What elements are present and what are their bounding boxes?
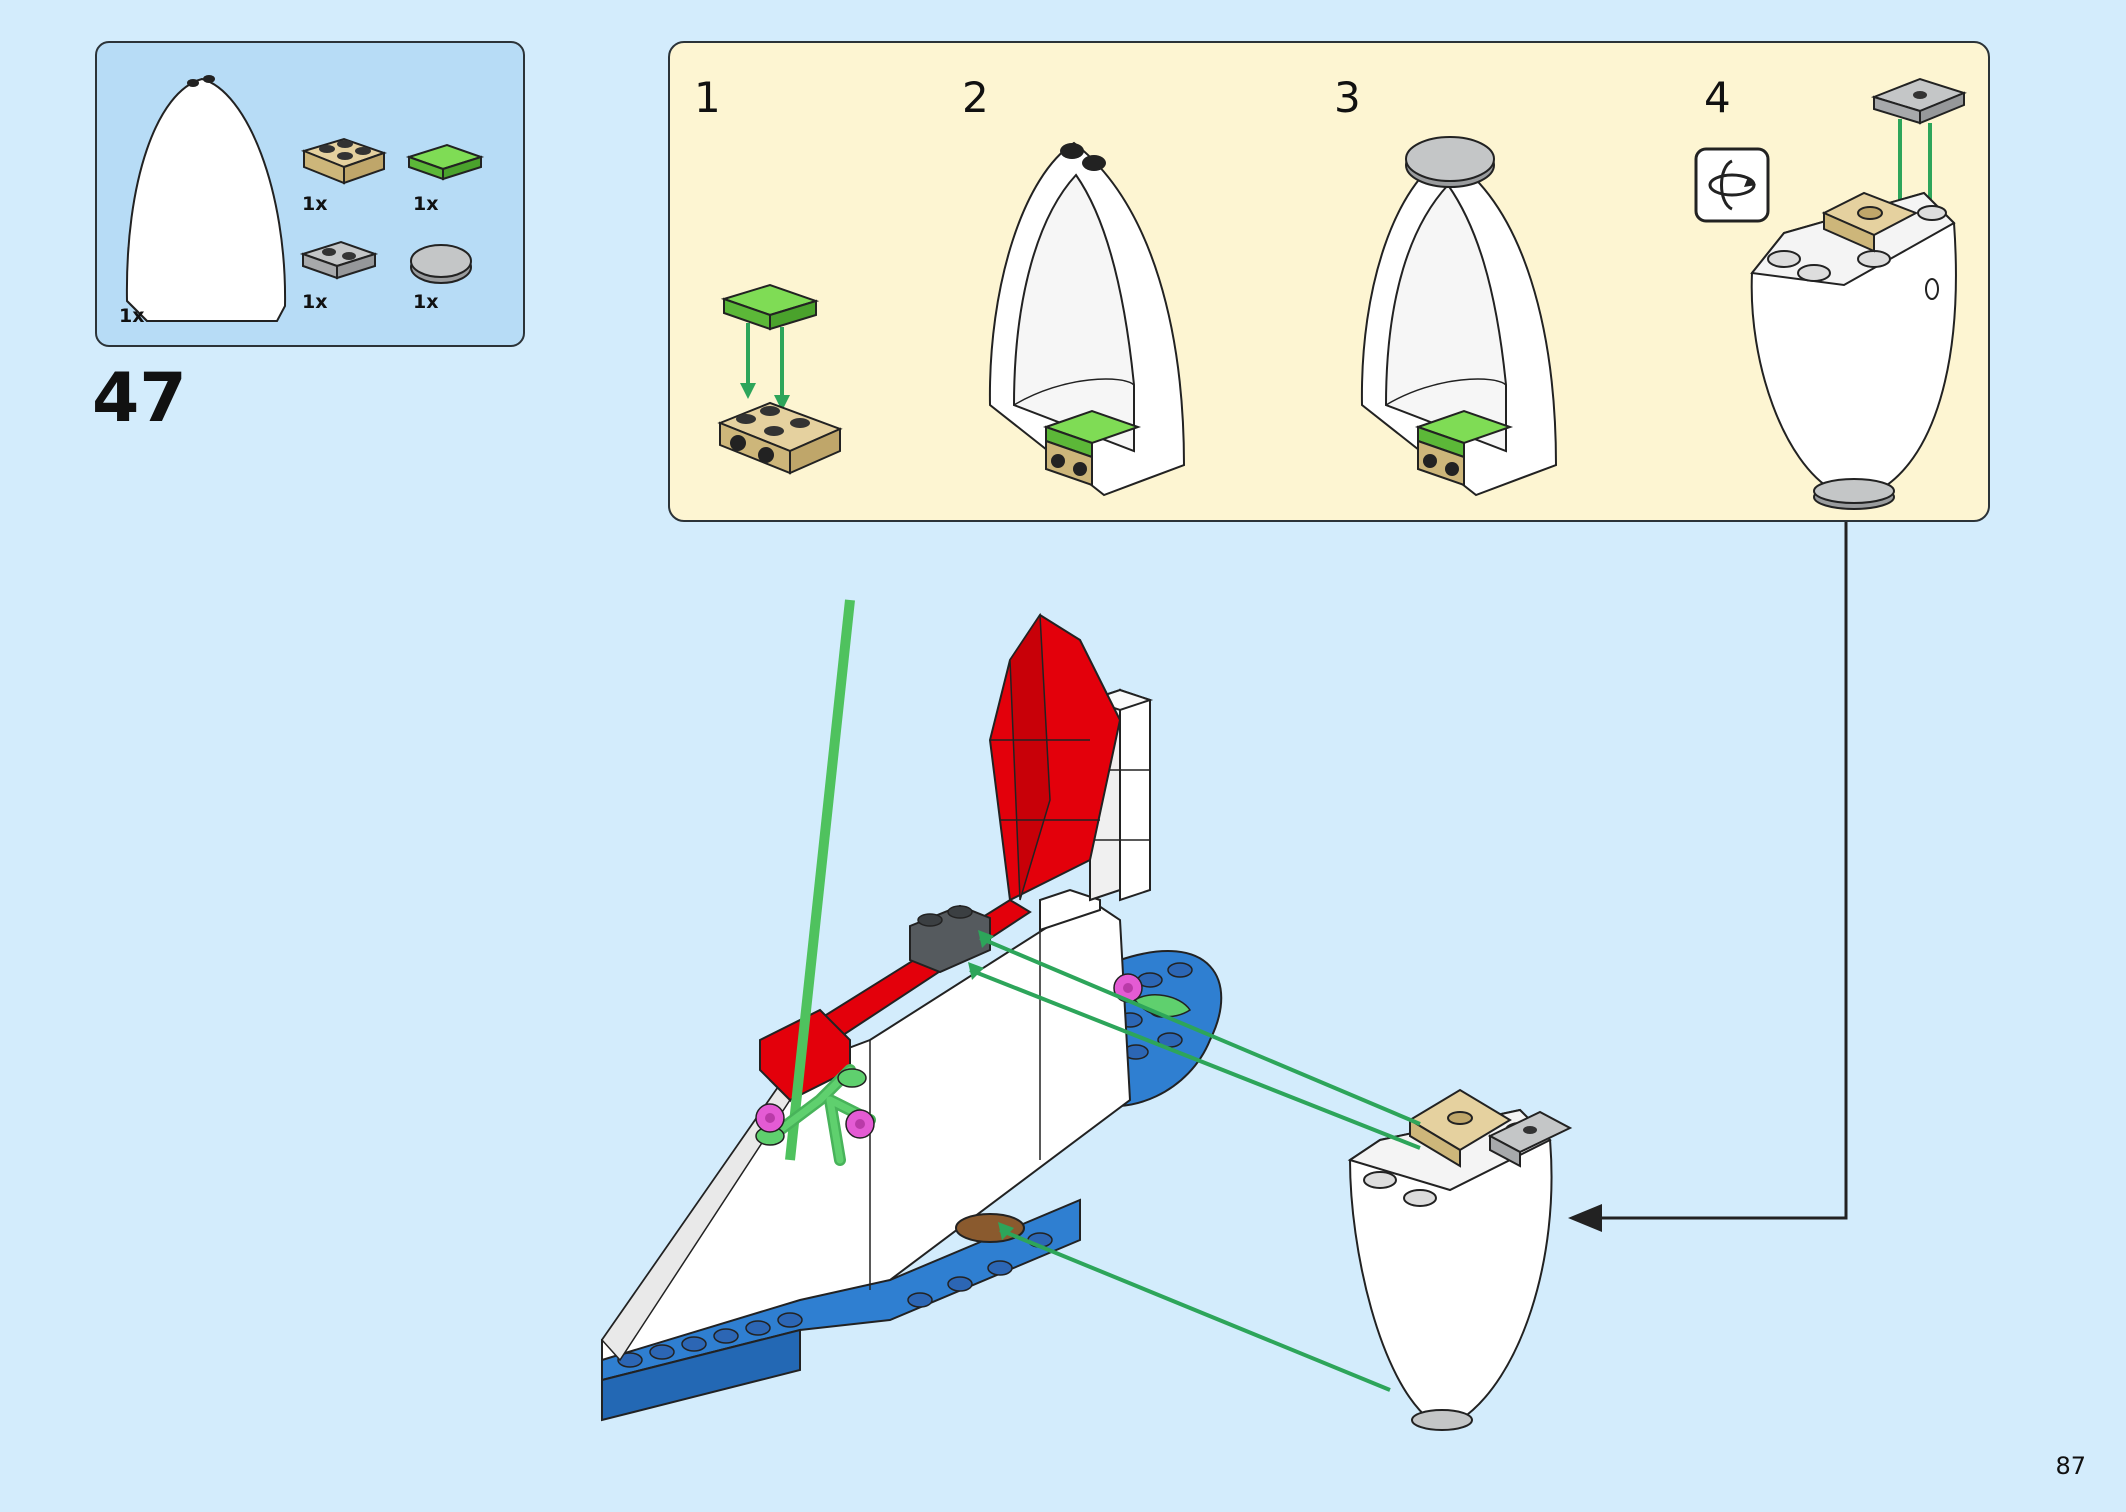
cone-qty: 1x: [119, 305, 145, 327]
green-tile-qty: 1x: [413, 193, 439, 215]
substeps-box: 1 2 3 4: [668, 41, 1990, 522]
substep-3-number: 3: [1334, 73, 1361, 122]
substep-4-illustration: [1750, 77, 1967, 510]
substep-2-illustration: [988, 141, 1186, 497]
page-number: 87: [2055, 1452, 2086, 1480]
tan-plate-qty: 1x: [302, 193, 328, 215]
parts-list-box: 1x 1x 1x 1x 1x: [95, 41, 525, 347]
substep-4-number: 4: [1704, 73, 1731, 122]
tan-plate-part: [300, 137, 388, 185]
white-cone-part: [125, 75, 287, 322]
substep-3-illustration: [1360, 136, 1558, 497]
main-build-illustration: [601, 599, 1573, 1431]
gray-plate-qty: 1x: [302, 291, 328, 313]
substep-1-illustration: [717, 283, 843, 475]
gray-plate-part: [299, 240, 379, 280]
substep-2-number: 2: [962, 73, 989, 122]
gray-round-tile-part: [410, 244, 472, 284]
substep-1-number: 1: [694, 73, 721, 122]
green-tile-part: [405, 143, 485, 181]
rotate-icon: [1694, 147, 1770, 223]
gray-round-tile-qty: 1x: [413, 291, 439, 313]
step-number: 47: [92, 359, 187, 438]
